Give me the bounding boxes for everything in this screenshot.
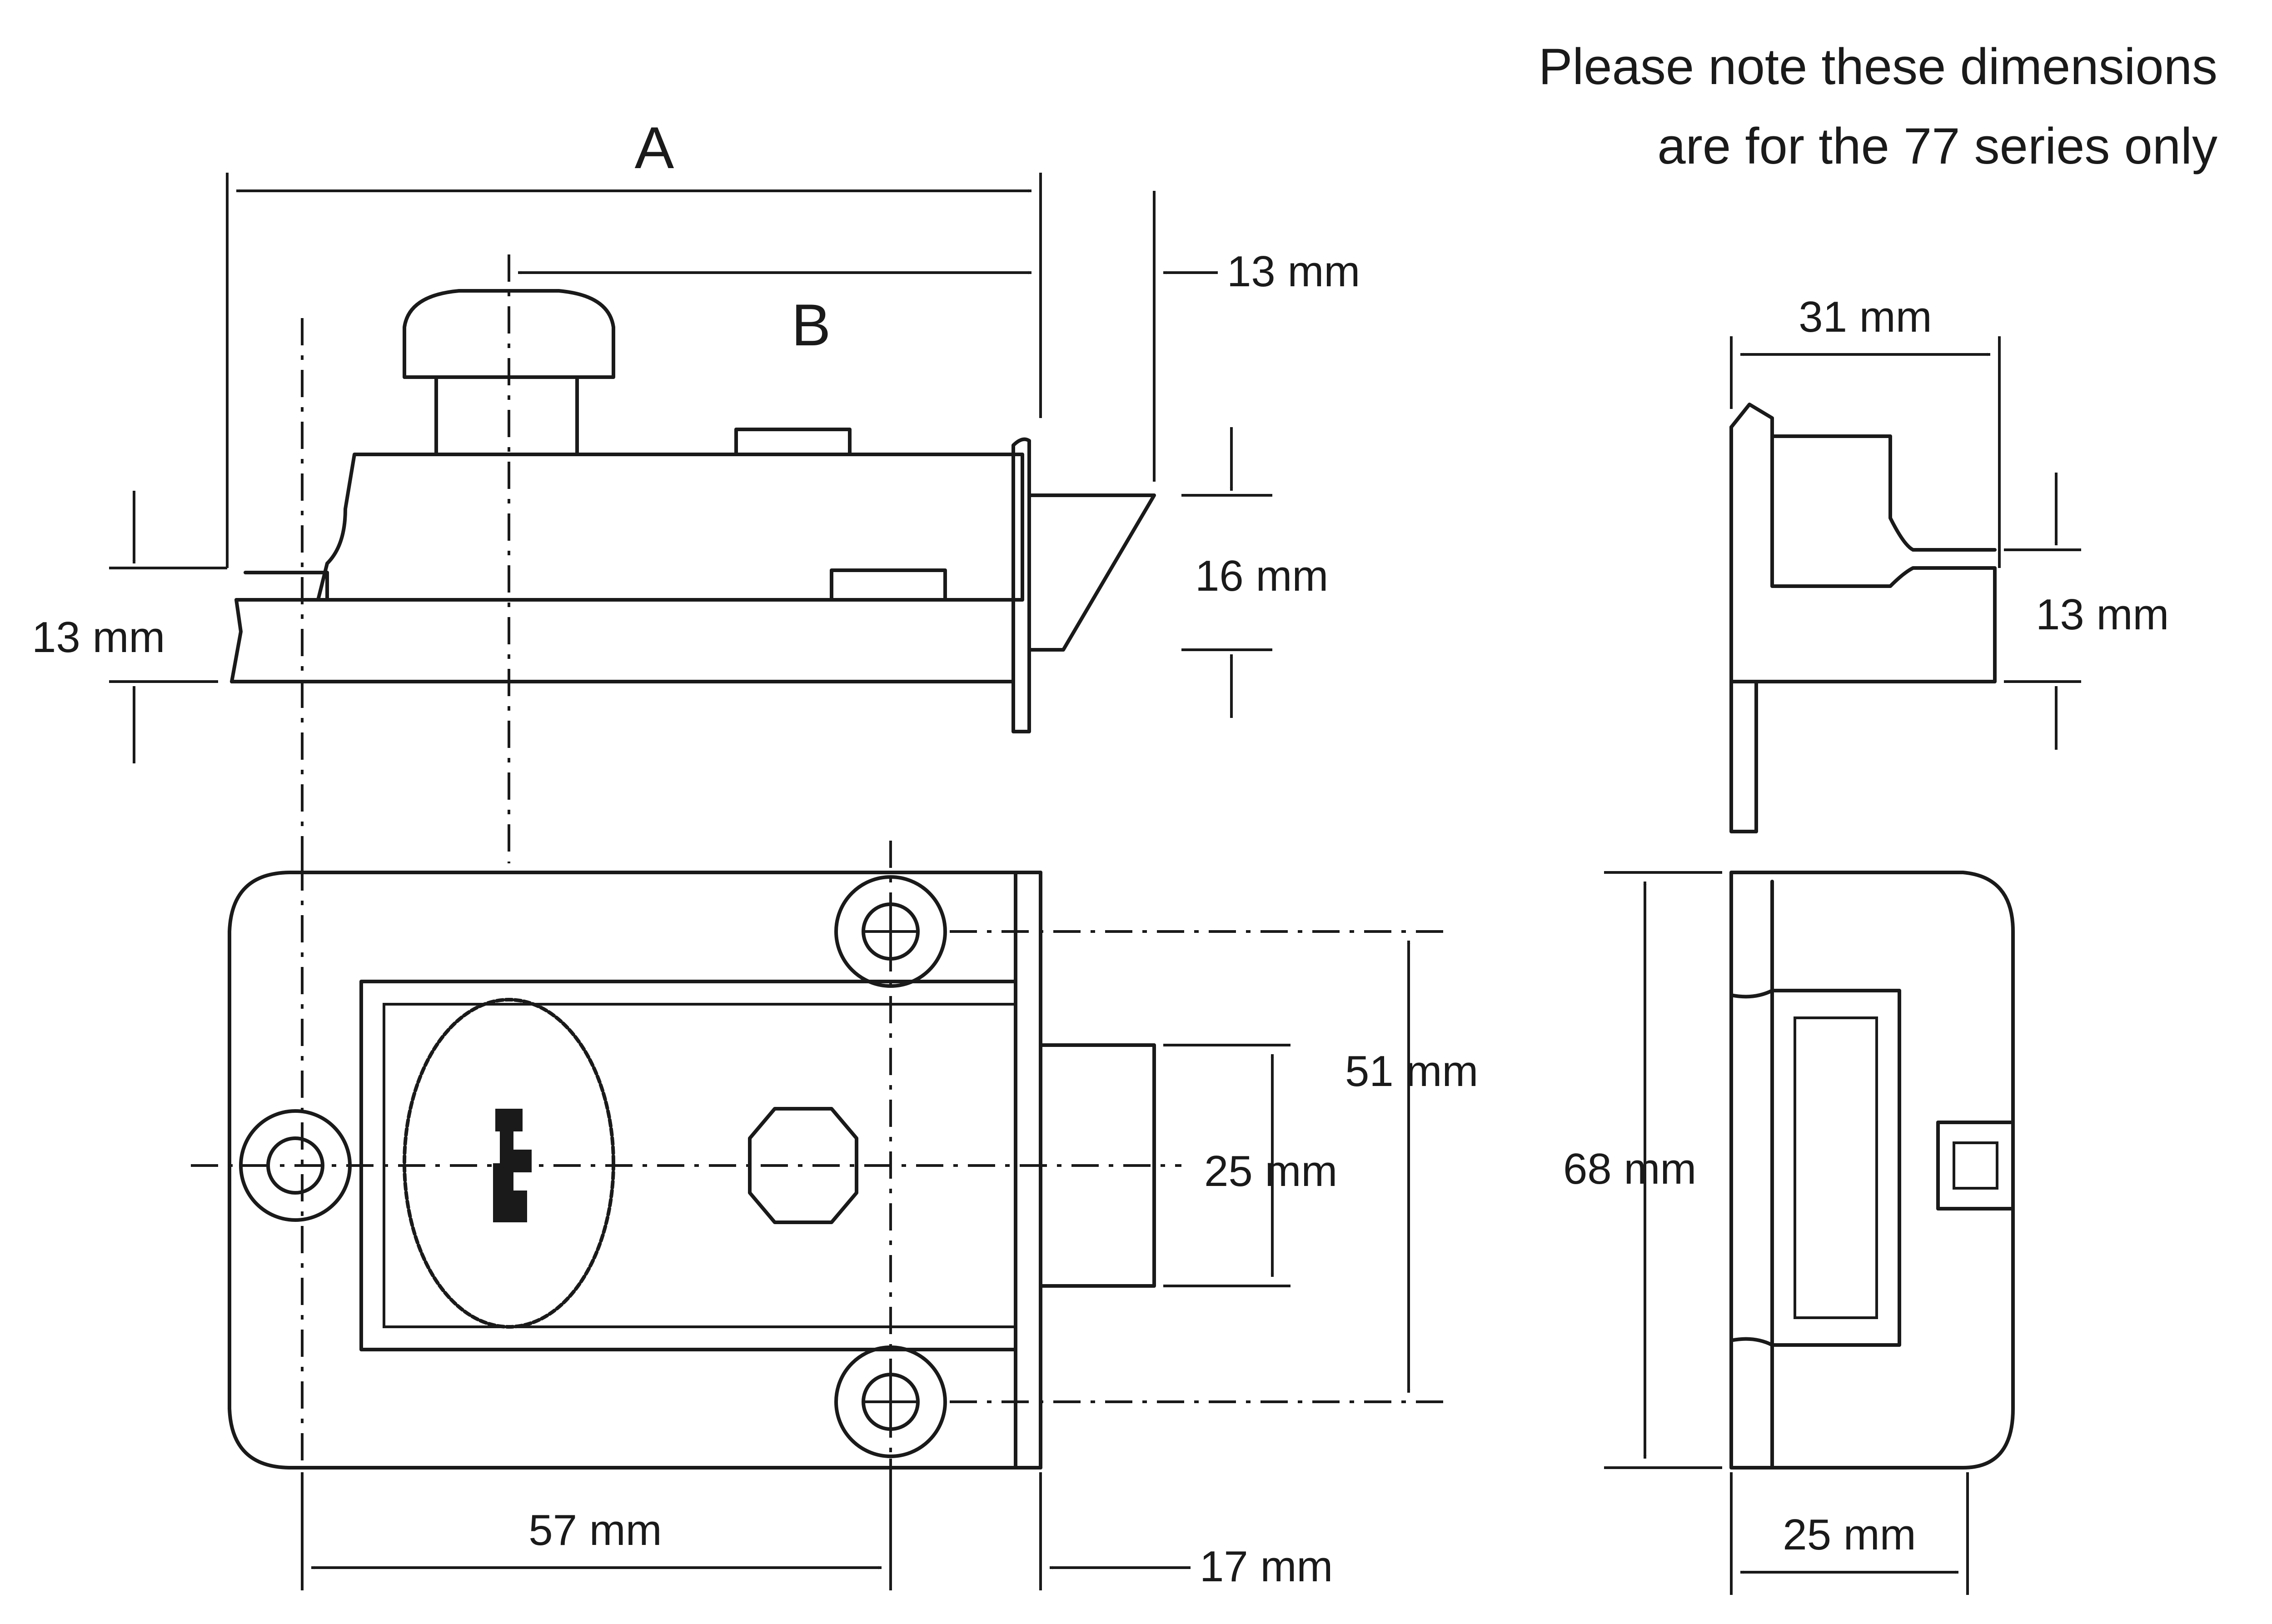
label-bolt-height-16mm: 16 mm [1195,552,1328,600]
top-view: A B 13 mm 16 mm 13 mm [32,115,1360,863]
side-lower-recess [1729,989,1901,1347]
front-plate-strip [1014,871,1042,1470]
note-line-2: are for the 77 series only [1657,118,2217,174]
label-side-width-31mm: 31 mm [1799,293,1932,341]
label-projection-13mm: 13 mm [1227,247,1360,296]
side-view-upper: 31 mm 13 mm [1729,293,2169,833]
front-outer-plate [228,871,1042,1470]
label-backset-57mm: 57 mm [528,1506,662,1554]
front-view: 51 mm 25 mm 57 mm 17 mm [191,841,1478,1591]
side-lower-body [1729,871,2015,1470]
side-upper-body [1729,403,1997,683]
side-upper-plate [1729,680,1758,833]
keyhole-escutcheon [403,998,615,1329]
label-bolt-projection-17mm: 17 mm [1200,1542,1333,1591]
latch-bolt [1027,493,1156,652]
side-upper-step [1770,434,1997,552]
label-body-height-68mm: 68 mm [1563,1145,1696,1193]
knob-stem [434,375,579,456]
label-screw-spacing-51mm: 51 mm [1345,1047,1478,1096]
top-tab-lower [830,568,947,602]
label-bolt-width-25mm: 25 mm [1204,1147,1337,1196]
front-plate [1011,437,1031,733]
base-plate [230,571,1015,683]
knob [403,289,615,379]
note-line-1: Please note these dimensions [1539,38,2217,95]
side-view-lower: 68 mm 25 mm [1563,871,2015,1595]
spindle-hex-hole [748,1107,858,1224]
label-base-thickness-13mm: 13 mm [32,613,165,662]
label-b: B [792,292,831,358]
label-side-depth-25mm: 25 mm [1783,1510,1916,1559]
side-screw [1936,1121,2015,1211]
label-side-thickness-13mm: 13 mm [2036,590,2169,639]
top-tab-upper [734,428,852,456]
label-a: A [635,115,674,181]
top-body [316,453,1024,602]
